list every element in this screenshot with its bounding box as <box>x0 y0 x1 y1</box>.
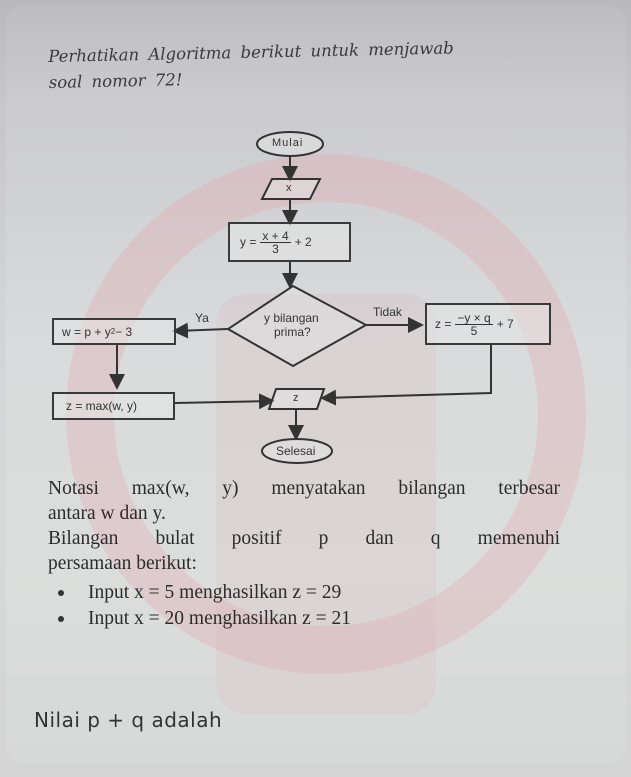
yes-label: Ya <box>195 311 209 325</box>
process-z-no-lhs: z = <box>435 317 452 331</box>
process-z-no-denominator: 5 <box>470 323 478 338</box>
decision-line-1: y bilangan <box>264 311 319 325</box>
notes-para1-line1: Notasi max(w, y) menyatakan bilangan ter… <box>48 478 560 499</box>
process-compute-z-no: z = −y × q 5 + 7 <box>425 303 551 345</box>
flowchart: Mulai x y = x + 4 3 + 2 y bilangan prima… <box>52 131 551 464</box>
process-y-lhs: y = <box>240 235 257 249</box>
notes-para2-line2: persamaan berikut: <box>48 553 197 574</box>
no-label: Tidak <box>373 305 402 319</box>
process-y-tail: + 2 <box>294 235 312 249</box>
condition-text: Input x = 20 menghasilkan z = 21 <box>88 608 351 629</box>
process-y-denominator: 3 <box>272 241 279 256</box>
output-z: z <box>293 392 299 404</box>
process-z-no-fraction: −y × q 5 <box>455 310 493 338</box>
process-compute-z-max: z = max(w, y) <box>52 392 175 420</box>
decision-line-2: prima? <box>274 325 311 339</box>
condition-text: Input x = 5 menghasilkan z = 29 <box>88 582 342 603</box>
process-y-numerator: x + 4 <box>260 228 291 243</box>
process-z-no-numerator: −y × q <box>455 310 493 325</box>
condition-item: Input x = 20 menghasilkan z = 21 <box>48 606 560 632</box>
end-terminal: Selesai <box>276 444 316 458</box>
process-y-fraction: x + 4 3 <box>260 228 291 256</box>
bullet-icon <box>58 590 64 596</box>
notes-section: Notasi max(w, y) menyatakan bilangan ter… <box>48 476 560 632</box>
process-w-tail: − 3 <box>115 324 133 339</box>
conditions-list: Input x = 5 menghasilkan z = 29 Input x … <box>48 580 560 632</box>
start-terminal: Mulai <box>272 137 304 149</box>
process-w-lhs: w = p + y <box>62 324 111 339</box>
bullet-icon <box>58 616 64 622</box>
process-z-no-tail: + 7 <box>496 317 514 331</box>
process-w-exponent: 2 <box>110 327 116 336</box>
question-prompt: Nilai p + q adalah <box>34 708 223 732</box>
notes-para2-line1: Bilangan bulat positif p dan q memenuhi <box>48 528 560 549</box>
flowchart-connectors <box>109 131 492 464</box>
input-x: x <box>286 182 292 194</box>
notes-para1-line2: antara w dan y. <box>48 503 166 524</box>
process-compute-y: y = x + 4 3 + 2 <box>228 222 351 262</box>
condition-item: Input x = 5 menghasilkan z = 29 <box>48 580 560 606</box>
watermark-shape <box>216 294 436 714</box>
